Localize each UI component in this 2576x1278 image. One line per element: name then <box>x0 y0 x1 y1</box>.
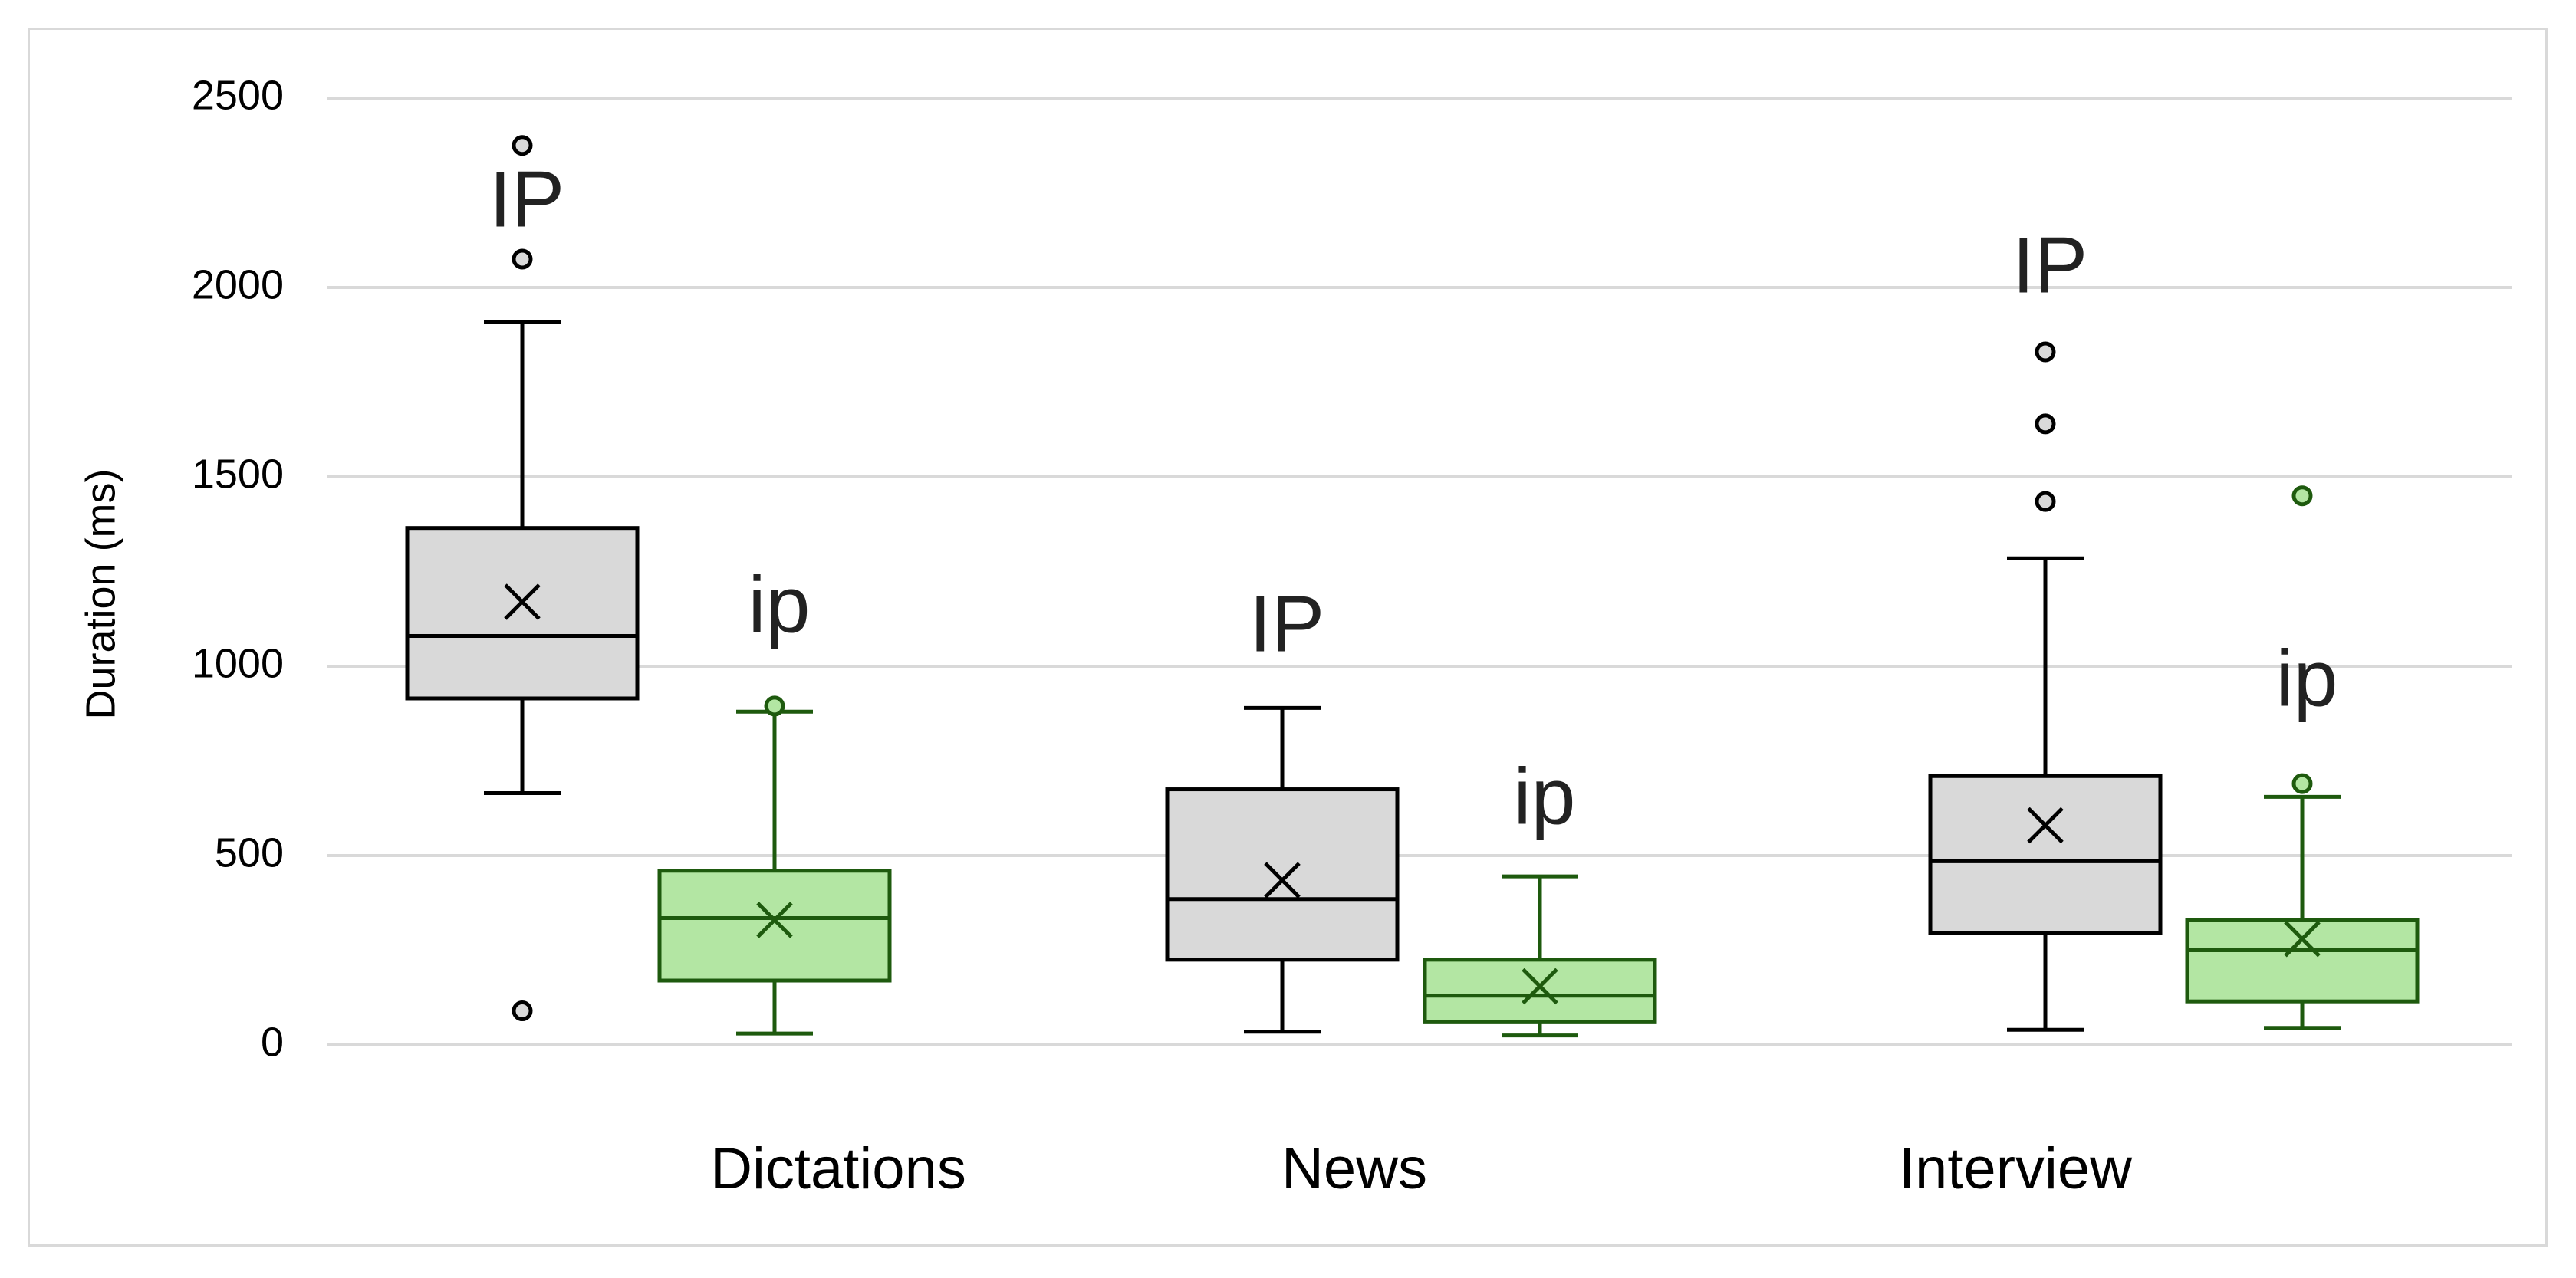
y-tick-label: 1500 <box>192 451 284 497</box>
outlier-point <box>2035 413 2056 435</box>
outlier-point <box>2291 485 2313 507</box>
outlier-point <box>512 1000 533 1022</box>
outlier-point <box>2035 491 2056 512</box>
gridlines <box>327 97 2512 1046</box>
box-IP-News <box>1165 705 1400 1034</box>
axes: 0 500 1000 1500 2000 2500 <box>192 72 284 1065</box>
series-tag-IP: IP <box>489 155 564 244</box>
mean-marker <box>504 583 541 620</box>
series-tag-IP: IP <box>1249 580 1324 669</box>
mean-marker <box>2284 920 2321 958</box>
box-IP-Interview <box>1928 341 2163 1032</box>
series-tag-ip: ip <box>2276 634 2338 723</box>
y-tick-label: 2000 <box>192 261 284 307</box>
box-ip-Dictations <box>657 695 892 1036</box>
y-tick-label: 1000 <box>192 640 284 686</box>
y-tick-label: 0 <box>261 1019 284 1065</box>
box-ip-News <box>1423 874 1657 1038</box>
outlier-point <box>512 135 533 156</box>
iqr-box <box>1423 958 1657 1024</box>
box-ip-Interview <box>2185 485 2420 1030</box>
series-tag-ip: ip <box>748 560 811 649</box>
boxes <box>405 135 2420 1038</box>
mean-marker <box>756 902 793 938</box>
y-axis-title: Duration (ms) <box>77 468 123 719</box>
iqr-box <box>657 869 892 983</box>
mean-marker <box>1264 862 1301 899</box>
category-label: News <box>1281 1136 1427 1201</box>
category-label: Dictations <box>710 1136 966 1201</box>
iqr-box <box>1928 774 2163 935</box>
outlier-point <box>2291 773 2313 794</box>
y-tick-label: 500 <box>215 830 284 876</box>
category-labels: Dictations News Interview <box>710 1136 2133 1201</box>
mean-marker <box>2027 807 2064 844</box>
iqr-box <box>2185 918 2420 1004</box>
mean-marker <box>1522 968 1558 1005</box>
category-label: Interview <box>1899 1136 2133 1201</box>
series-tag-IP: IP <box>2012 221 2087 310</box>
iqr-box <box>1165 787 1400 962</box>
y-tick-label: 2500 <box>192 72 284 118</box>
iqr-box <box>405 526 640 701</box>
series-tags: IP IP IP ip ip ip <box>489 155 2338 841</box>
series-tag-ip: ip <box>1514 752 1576 841</box>
box-IP-Dictations <box>405 135 640 1022</box>
outlier-point <box>2035 341 2056 363</box>
outlier-point <box>512 248 533 270</box>
outlier-point <box>764 695 785 717</box>
